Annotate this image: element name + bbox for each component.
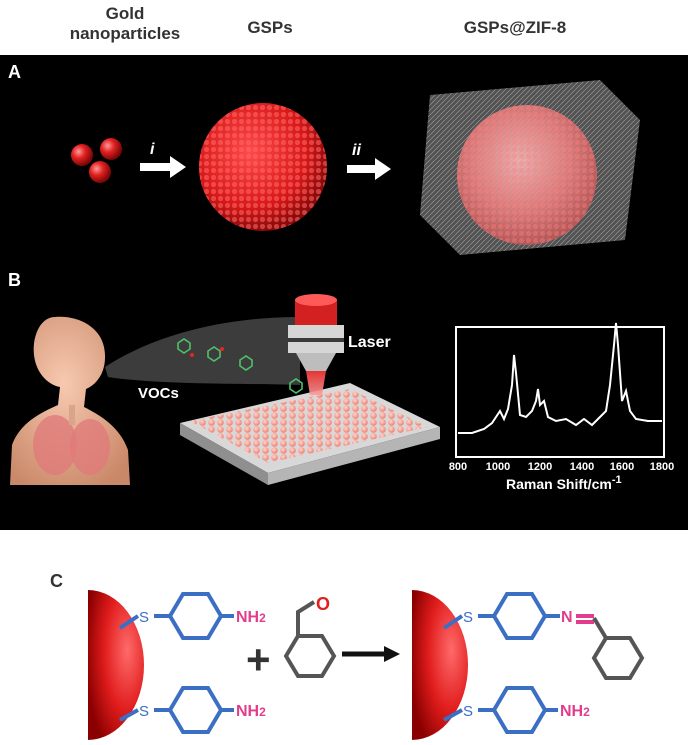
sulfur-bottom-right: S	[463, 703, 473, 720]
linker-top-left	[118, 592, 234, 640]
tick-1800: 1800	[650, 461, 674, 473]
tick-1600: 1600	[610, 461, 634, 473]
header-gsps-zif8-text: GSPs@ZIF-8	[463, 18, 567, 37]
tick-1000: 1000	[486, 461, 510, 473]
header-gold-nanoparticles: Gold nanoparticles	[55, 4, 195, 44]
header-gsps-zif8: GSPs@ZIF-8	[430, 18, 600, 38]
spectrum-frame	[455, 326, 665, 458]
arrow-i	[140, 156, 186, 178]
spectrum-xlabel: Raman Shift/cm-1	[506, 474, 622, 492]
spectrum-line	[458, 322, 662, 434]
amine-bottom-right: NH2	[560, 703, 590, 720]
gsp-sphere	[199, 103, 327, 231]
linker-bottom-left	[119, 686, 234, 734]
spectrum-ticks: 800 1000 1200 1400 1600 1800	[449, 461, 674, 473]
header-gsps: GSPs	[225, 18, 315, 38]
amine-top-left: NH2	[236, 609, 266, 626]
sulfur-bottom-left: S	[139, 703, 149, 720]
laser-label: Laser	[348, 334, 391, 351]
plus-sign: +	[246, 636, 271, 683]
nitrogen-label: N	[561, 609, 573, 626]
tick-1400: 1400	[570, 461, 594, 473]
gold-surface-right	[412, 590, 468, 740]
raman-spectrum: 800 1000 1200 1400 1600 1800 Raman Shift…	[449, 322, 674, 492]
panel-b-letter: B	[8, 270, 21, 290]
oxygen-label: O	[316, 594, 330, 614]
panel-c-letter: C	[50, 571, 63, 591]
imine-benzylidene	[576, 614, 645, 680]
amine-bottom-left: NH2	[236, 703, 266, 720]
panels-ab-svg: A i ii B	[8, 62, 674, 492]
sers-substrate	[180, 383, 440, 485]
sulfur-top-right: S	[463, 609, 473, 626]
vocs-label: VOCs	[138, 385, 179, 402]
dark-panel: A i ii B	[0, 55, 688, 530]
zif8-cube	[420, 80, 640, 255]
panel-c-svg: C S NH2 S NH2 + O S N	[50, 571, 645, 740]
gold-nanoparticles	[71, 138, 122, 183]
voc-cone	[105, 317, 300, 385]
header-gold-nanoparticles-text: Gold nanoparticles	[69, 4, 181, 43]
linker-top-right	[442, 592, 560, 640]
gold-surface-left	[88, 590, 144, 740]
header-gsps-text: GSPs	[247, 18, 293, 37]
panel-a-letter: A	[8, 62, 21, 82]
benzaldehyde	[283, 600, 337, 678]
tick-1200: 1200	[528, 461, 552, 473]
laser-objective	[288, 294, 344, 395]
human-figure	[10, 316, 130, 485]
tick-800: 800	[449, 461, 467, 473]
arrow-ii	[347, 158, 391, 180]
step-ii-label: ii	[352, 142, 361, 159]
reaction-arrow	[342, 646, 400, 662]
sulfur-top-left: S	[139, 609, 149, 626]
step-i-label: i	[150, 141, 155, 158]
linker-bottom-right	[443, 686, 558, 734]
